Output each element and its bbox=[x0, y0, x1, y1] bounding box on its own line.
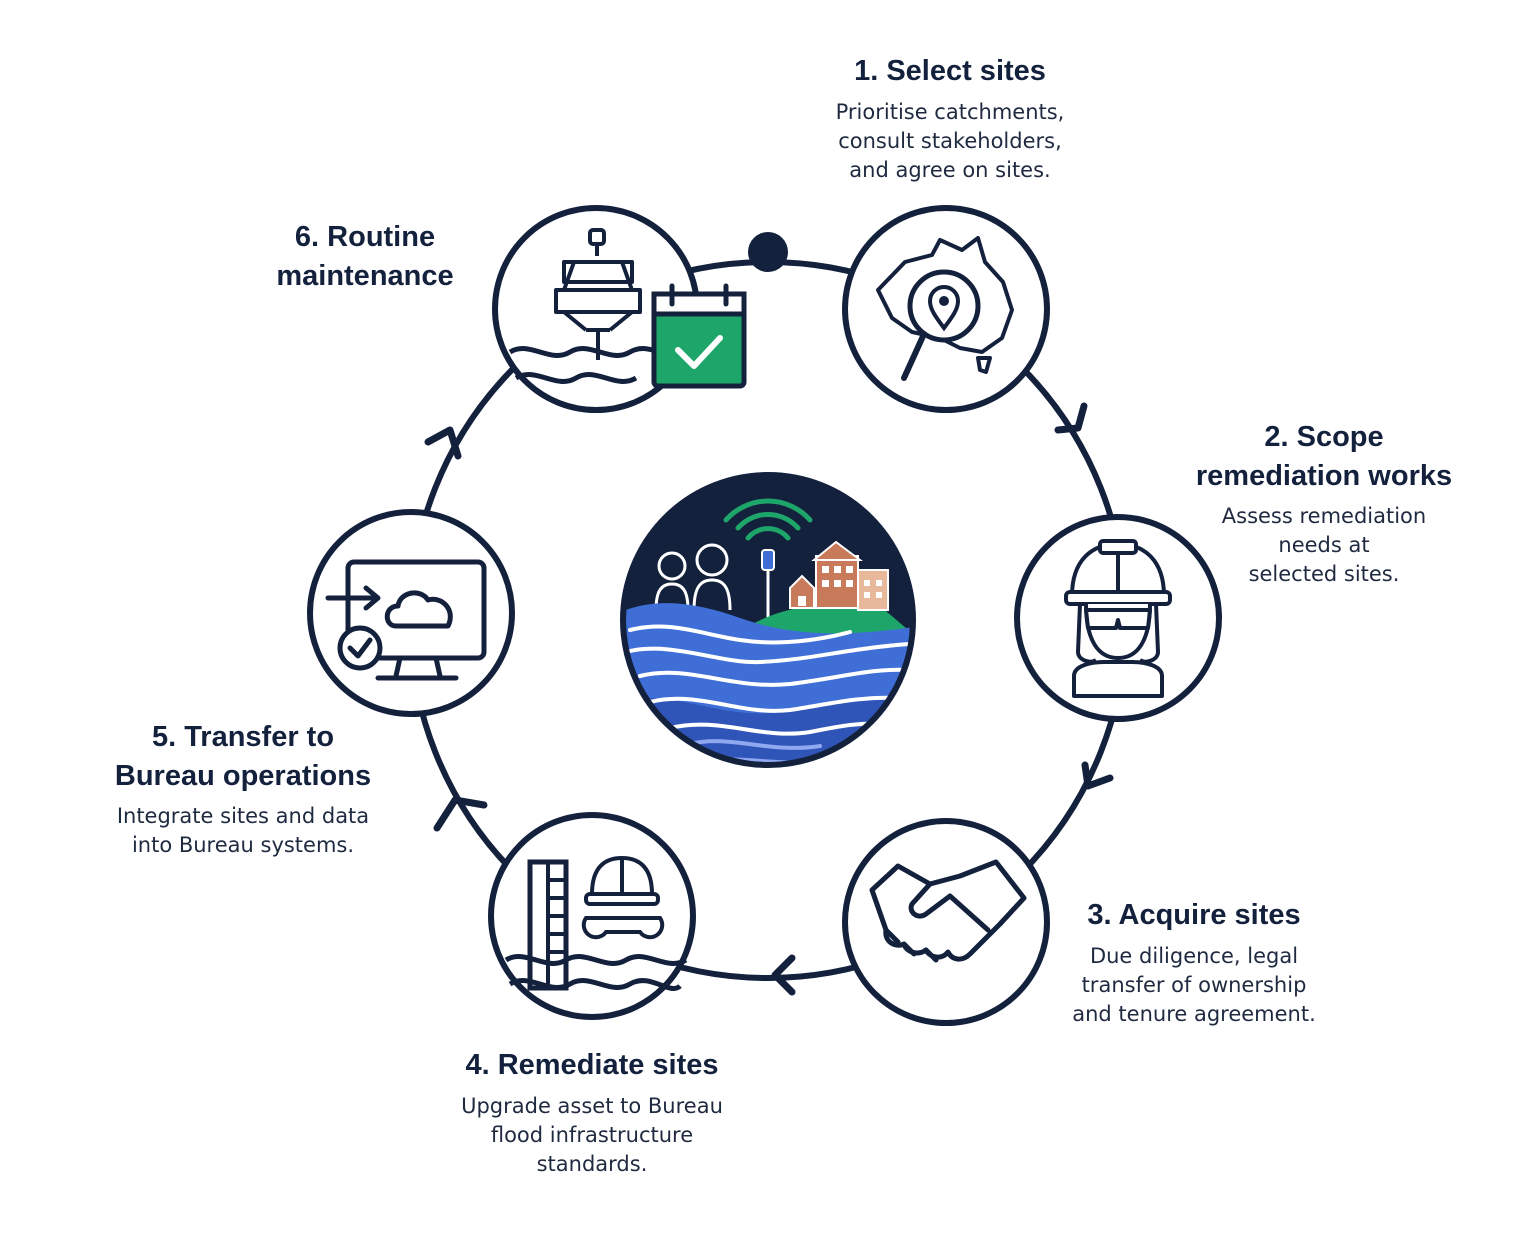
step-4-description: Upgrade asset to Bureau flood infrastruc… bbox=[422, 1092, 762, 1179]
step-6-title-line: maintenance bbox=[276, 260, 454, 292]
step-6-number: 6. bbox=[294, 221, 320, 253]
monitor-cloud-icon bbox=[307, 509, 515, 717]
step-3-title: 3. Acquire sites bbox=[1044, 896, 1344, 935]
step-5-desc-line: into Bureau systems. bbox=[131, 833, 355, 857]
step-6-title: 6. Routine maintenance bbox=[240, 218, 490, 296]
step-3-desc-line: transfer of ownership bbox=[1081, 973, 1307, 997]
step-2-number: 2. bbox=[1264, 421, 1289, 453]
step-2-desc-line: needs at bbox=[1278, 533, 1370, 557]
step-4-title-text: Remediate sites bbox=[497, 1049, 719, 1081]
step-4-desc-line: flood infrastructure bbox=[490, 1123, 694, 1147]
cycle-start-dot bbox=[748, 232, 788, 272]
step-2-title-line: remediation works bbox=[1195, 460, 1453, 492]
step-3-title-text: Acquire sites bbox=[1118, 899, 1301, 931]
australia-map-magnifier-icon bbox=[842, 205, 1050, 413]
step-5-desc-line: Integrate sites and data bbox=[116, 804, 370, 828]
step-3-number: 3. bbox=[1087, 899, 1112, 931]
step-5-number: 5. bbox=[151, 721, 177, 753]
step-4-title: 4. Remediate sites bbox=[422, 1046, 762, 1085]
arrow-5-to-6 bbox=[424, 426, 462, 460]
step-2-title-line: Scope bbox=[1296, 421, 1384, 453]
flood-community-icon bbox=[620, 472, 916, 768]
step-1-desc-line: Prioritise catchments, bbox=[835, 100, 1065, 124]
step-1-desc-line: and agree on sites. bbox=[849, 158, 1051, 182]
step-4-desc-line: standards. bbox=[536, 1152, 648, 1176]
step-4-number: 4. bbox=[465, 1049, 490, 1081]
step-5-description: Integrate sites and data into Bureau sys… bbox=[88, 802, 398, 860]
step-4-desc-line: Upgrade asset to Bureau bbox=[461, 1094, 723, 1118]
step-2-desc-line: Assess remediation bbox=[1221, 504, 1427, 528]
step-5-title-line: Bureau operations bbox=[114, 760, 372, 792]
worker-hardhat-icon bbox=[1014, 514, 1222, 722]
step-6-title-line: Routine bbox=[327, 221, 436, 253]
step-1-description: Prioritise catchments, consult stakehold… bbox=[790, 98, 1110, 185]
step-3-desc-line: and tenure agreement. bbox=[1072, 1002, 1316, 1026]
step-1-title: 1. Select sites bbox=[790, 52, 1110, 91]
step-2-title: 2. Scope remediation works bbox=[1164, 418, 1484, 496]
step-1-title-text: Select sites bbox=[886, 55, 1046, 87]
step-5-title: 5. Transfer to Bureau operations bbox=[88, 718, 398, 796]
step-3-desc-line: Due diligence, legal bbox=[1089, 944, 1299, 968]
gauge-hardhat-wrench-icon bbox=[488, 812, 696, 1020]
gauge-station-calendar-icon bbox=[492, 205, 747, 413]
step-1-desc-line: consult stakeholders, bbox=[838, 129, 1062, 153]
step-1-number: 1. bbox=[854, 55, 879, 87]
step-2-description: Assess remediation needs at selected sit… bbox=[1194, 502, 1454, 589]
handshake-icon bbox=[842, 818, 1050, 1026]
arrow-1-to-2 bbox=[1054, 402, 1088, 434]
step-5-title-line: Transfer to bbox=[184, 721, 335, 753]
arrow-3-to-4 bbox=[771, 954, 796, 996]
arrow-2-to-3 bbox=[1081, 761, 1114, 790]
step-2-desc-line: selected sites. bbox=[1248, 562, 1400, 586]
arrow-4-to-5 bbox=[433, 796, 488, 832]
step-3-description: Due diligence, legal transfer of ownersh… bbox=[1044, 942, 1344, 1029]
